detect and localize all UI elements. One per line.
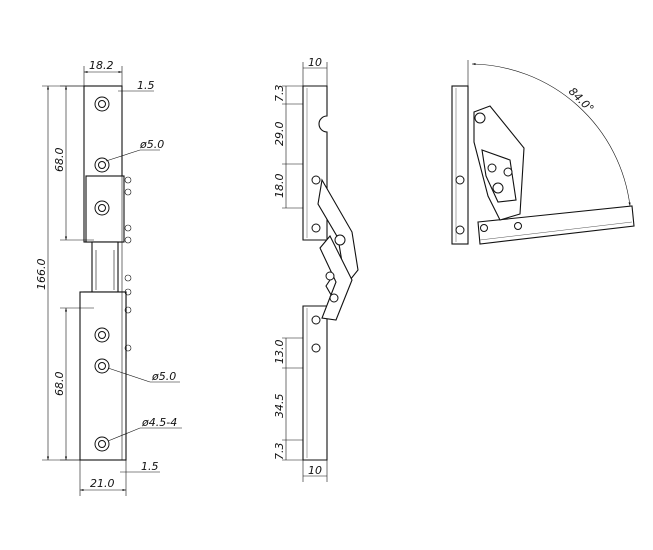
open-vertical-plate	[451, 85, 469, 245]
lower-leaf	[79, 291, 127, 461]
side-linkage-lower	[319, 235, 353, 321]
dim-width-top: 18.2	[83, 59, 123, 86]
side-linkage-upper	[317, 178, 359, 301]
dim-hole-slot: ø4.5-4	[107, 416, 182, 442]
dim-side-bottom-a-label: 13.0	[273, 340, 286, 365]
dim-width-top-label: 18.2	[89, 59, 114, 72]
dim-upper-span-label: 68.0	[53, 148, 66, 173]
dim-upper-span: 68.0	[53, 85, 94, 241]
dim-thickness-bottom: 10	[302, 460, 328, 482]
dim-width-bottom: 21.0	[79, 460, 127, 496]
dim-side-top-c-label: 18.0	[273, 174, 286, 199]
side-upper-plate	[302, 85, 328, 241]
knuckle-lugs	[124, 176, 132, 352]
side-lower-plate	[302, 305, 328, 461]
dim-lower-span-label: 68.0	[53, 372, 66, 397]
open-view: 84.0°	[451, 60, 635, 245]
dim-open-angle-label: 84.0°	[566, 85, 596, 115]
dim-side-bottom: 13.0 34.5 7.3	[273, 337, 303, 461]
dim-offset-top: 1.5	[118, 79, 155, 92]
dim-hole-slot-label: ø4.5-4	[141, 416, 177, 429]
dim-side-top-a-label: 7.3	[273, 85, 286, 103]
dim-side-top-b-label: 29.0	[273, 122, 286, 147]
dim-side-top: 7.3 29.0 18.0	[273, 85, 303, 209]
dim-width-bottom-label: 21.0	[90, 477, 115, 490]
dim-lower-span: 68.0	[53, 307, 94, 461]
dim-side-bottom-b-label: 34.5	[273, 394, 286, 419]
dim-side-bottom-c-label: 7.3	[273, 443, 286, 461]
dim-hole-lower: ø5.0	[107, 367, 180, 383]
dim-hole-upper-label: ø5.0	[139, 138, 164, 151]
dim-offset-bottom: 1.5	[120, 460, 160, 473]
open-horizontal-plate	[477, 205, 635, 245]
mounting-holes	[94, 96, 110, 452]
dim-thickness-top: 10	[302, 56, 328, 86]
dim-thickness-top-label: 10	[308, 56, 322, 69]
dim-hole-upper: ø5.0	[105, 138, 164, 162]
dim-hole-lower-label: ø5.0	[151, 370, 176, 383]
dim-overall-height: 166.0	[35, 85, 84, 461]
side-view: 10 7.3 29.0 18.0 13.0 34.5 7.3	[273, 56, 359, 482]
dim-overall-height-label: 166.0	[35, 259, 48, 291]
dim-thickness-bottom-label: 10	[308, 464, 322, 477]
side-pivots	[311, 175, 346, 353]
front-view: 18.2 1.5 ø5.0 ø5.0 ø4.5-4	[35, 59, 182, 496]
dim-offset-bottom-label: 1.5	[141, 460, 159, 473]
dim-offset-top-label: 1.5	[137, 79, 155, 92]
